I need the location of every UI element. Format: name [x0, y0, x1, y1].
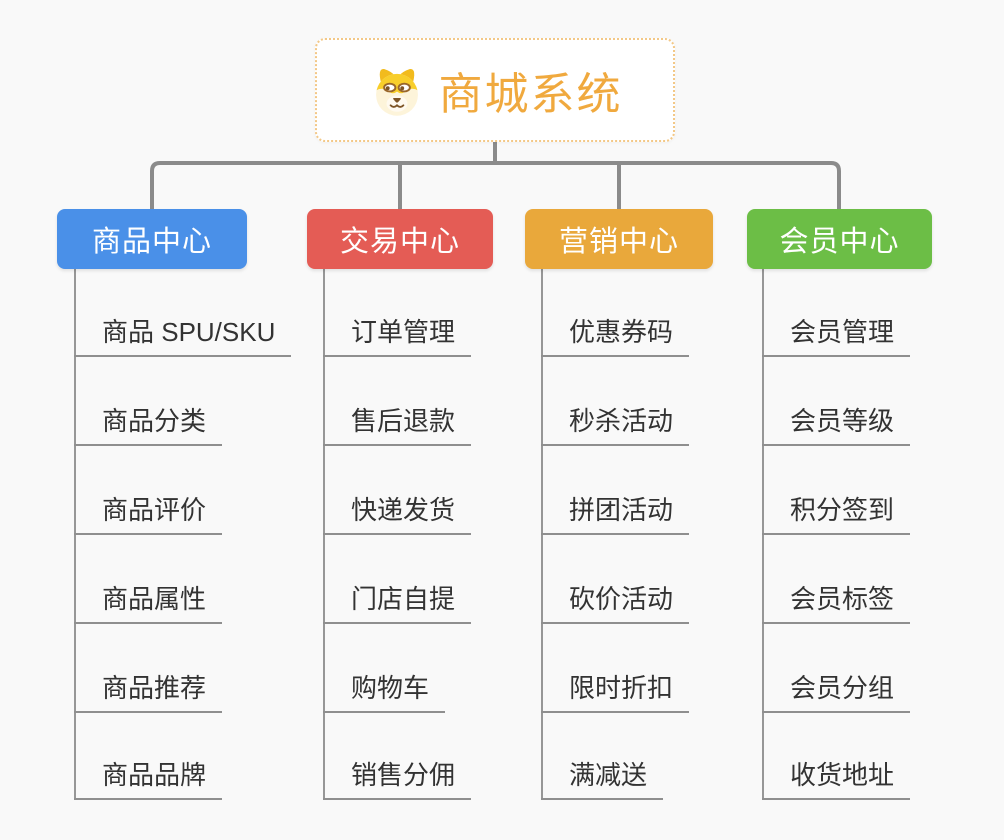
- leaf-node[interactable]: 会员等级: [762, 407, 911, 446]
- branch-node-marketing-center[interactable]: 营销中心: [525, 209, 713, 269]
- leaf-node[interactable]: 商品品牌: [74, 761, 223, 800]
- branch-node-member-center[interactable]: 会员中心: [747, 209, 932, 269]
- branch-node-trade-center[interactable]: 交易中心: [307, 209, 493, 269]
- root-node[interactable]: 商城系统: [315, 38, 675, 142]
- leaf-node[interactable]: 满减送: [541, 761, 664, 800]
- leaf-node[interactable]: 商品推荐: [74, 674, 223, 713]
- leaf-node[interactable]: 商品 SPU/SKU: [74, 318, 292, 357]
- leaf-node[interactable]: 门店自提: [323, 585, 472, 624]
- leaf-node[interactable]: 会员分组: [762, 674, 911, 713]
- leaf-node[interactable]: 商品分类: [74, 407, 223, 446]
- dog-face-icon: [375, 69, 418, 116]
- leaf-node[interactable]: 砍价活动: [541, 585, 690, 624]
- branch-node-product-center[interactable]: 商品中心: [57, 209, 247, 269]
- leaf-node[interactable]: 积分签到: [762, 496, 911, 535]
- leaf-node[interactable]: 快递发货: [323, 496, 472, 535]
- leaf-node[interactable]: 商品属性: [74, 585, 223, 624]
- leaf-node[interactable]: 售后退款: [323, 407, 472, 446]
- leaf-node[interactable]: 拼团活动: [541, 496, 690, 535]
- leaf-node[interactable]: 订单管理: [323, 318, 472, 357]
- leaf-node[interactable]: 收货地址: [762, 761, 911, 800]
- leaf-node[interactable]: 购物车: [323, 674, 446, 713]
- leaf-node[interactable]: 销售分佣: [323, 761, 472, 800]
- leaf-node[interactable]: 商品评价: [74, 496, 223, 535]
- leaf-node[interactable]: 会员标签: [762, 585, 911, 624]
- leaf-node[interactable]: 限时折扣: [541, 674, 690, 713]
- leaf-node[interactable]: 会员管理: [762, 318, 911, 357]
- leaf-node[interactable]: 优惠券码: [541, 318, 690, 357]
- root-title: 商城系统: [438, 70, 623, 119]
- bus-line: [150, 161, 841, 210]
- leaf-node[interactable]: 秒杀活动: [541, 407, 690, 446]
